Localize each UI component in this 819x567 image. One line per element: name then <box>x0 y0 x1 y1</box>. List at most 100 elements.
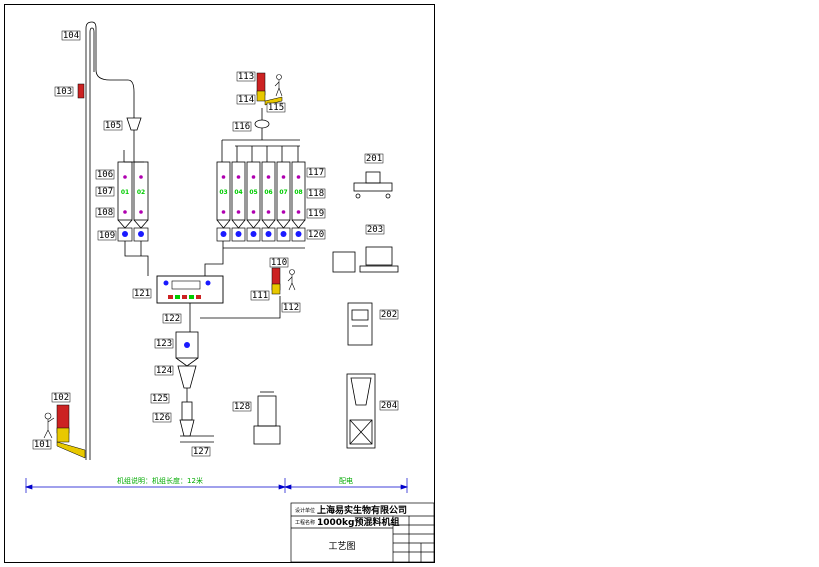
feed-station-101 <box>43 404 86 459</box>
callout-113: 113 <box>236 71 256 82</box>
svg-text:107: 107 <box>97 187 113 197</box>
callout-labels: 104 103 105 106 107 108 109 113 114 115 … <box>32 30 399 457</box>
svg-text:122: 122 <box>164 314 180 324</box>
control-panel-121 <box>156 275 224 304</box>
cabinet-202 <box>347 302 373 346</box>
dimension-label-left: 机组说明：机组长度：12米 <box>117 476 203 485</box>
callout-115: 115 <box>266 102 286 113</box>
intake-station-113 <box>256 72 283 106</box>
svg-text:125: 125 <box>152 394 168 404</box>
bin-number-03: 03 <box>219 189 227 196</box>
callout-124: 124 <box>154 365 174 376</box>
svg-text:104: 104 <box>63 31 79 41</box>
callout-112: 112 <box>281 302 301 313</box>
filter-116 <box>254 108 270 140</box>
callout-108: 108 <box>95 207 115 218</box>
dimension-line <box>24 478 409 493</box>
svg-text:119: 119 <box>308 209 324 219</box>
svg-text:114: 114 <box>238 95 254 105</box>
svg-text:108: 108 <box>97 208 113 218</box>
cabinet-204 <box>346 373 376 449</box>
right-bin-group <box>216 146 306 229</box>
svg-text:116: 116 <box>234 122 250 132</box>
project-prefix: 工程名称 <box>295 519 315 526</box>
equipment-201 <box>353 171 393 199</box>
svg-text:109: 109 <box>99 231 115 241</box>
computer-203 <box>332 246 399 273</box>
dimension-label-right: 配电 <box>339 476 353 485</box>
svg-text:105: 105 <box>105 121 121 131</box>
company-name: 上海易实生物有限公司 <box>317 504 407 516</box>
callout-111: 111 <box>250 290 270 301</box>
svg-text:123: 123 <box>156 339 172 349</box>
svg-text:112: 112 <box>283 303 299 313</box>
callout-107: 107 <box>95 186 115 197</box>
svg-text:101: 101 <box>34 440 50 450</box>
mixer-valve <box>184 342 190 348</box>
title-block <box>290 502 435 563</box>
right-bin-feeders <box>216 227 306 242</box>
callout-103: 103 <box>54 86 74 97</box>
bucket-elevator <box>85 21 135 460</box>
callout-110: 110 <box>269 257 289 268</box>
svg-text:201: 201 <box>366 154 382 164</box>
callout-101: 101 <box>32 439 52 450</box>
callout-128: 128 <box>232 401 252 412</box>
svg-text:121: 121 <box>134 289 150 299</box>
svg-text:111: 111 <box>252 291 268 301</box>
elevator-motor <box>77 83 85 99</box>
callout-105: 105 <box>103 120 123 131</box>
callout-201: 201 <box>364 153 384 164</box>
company-prefix: 设计单位 <box>295 507 315 514</box>
callout-122: 122 <box>162 313 182 324</box>
bin-number-01: 01 <box>121 189 129 196</box>
callout-104: 104 <box>61 30 81 41</box>
callout-119: 119 <box>306 208 326 219</box>
svg-text:203: 203 <box>367 225 383 235</box>
svg-text:128: 128 <box>234 402 250 412</box>
callout-125: 125 <box>150 393 170 404</box>
callout-102: 102 <box>51 392 71 403</box>
callout-118: 118 <box>306 188 326 199</box>
svg-text:118: 118 <box>308 189 324 199</box>
left-bin-group <box>117 148 149 229</box>
drawing-border <box>4 4 435 563</box>
callout-117: 117 <box>306 167 326 178</box>
bin-number-06: 06 <box>264 189 272 196</box>
callout-109: 109 <box>97 230 117 241</box>
svg-text:202: 202 <box>381 310 397 320</box>
svg-text:102: 102 <box>53 393 69 403</box>
left-bin-feeders <box>117 227 149 242</box>
right-bin-manifold <box>221 139 300 162</box>
callout-204: 204 <box>379 400 399 411</box>
callout-121: 121 <box>132 288 152 299</box>
svg-text:120: 120 <box>308 230 324 240</box>
drawing-name: 工艺图 <box>328 541 355 552</box>
svg-text:110: 110 <box>271 258 287 268</box>
svg-text:113: 113 <box>238 72 254 82</box>
bin-number-07: 07 <box>279 189 287 196</box>
svg-text:117: 117 <box>308 168 324 178</box>
svg-text:115: 115 <box>268 103 284 113</box>
svg-text:127: 127 <box>193 447 209 457</box>
callout-127: 127 <box>191 446 211 457</box>
svg-text:103: 103 <box>56 87 72 97</box>
conveying-lines <box>124 241 305 332</box>
callout-120: 120 <box>306 229 326 240</box>
svg-text:204: 204 <box>381 401 397 411</box>
bin-number-04: 04 <box>234 189 242 196</box>
bin-number-02: 02 <box>137 189 145 196</box>
callout-106: 106 <box>95 169 115 180</box>
project-name: 1000kg预混料机组 <box>317 516 399 528</box>
callout-203: 203 <box>365 224 385 235</box>
intake-station-110 <box>271 267 296 295</box>
cyclone-separator-105 <box>126 117 142 148</box>
bin-number-05: 05 <box>249 189 257 196</box>
svg-text:126: 126 <box>154 413 170 423</box>
left-bin-dots <box>123 175 143 214</box>
svg-text:106: 106 <box>97 170 113 180</box>
packing-machine-128 <box>253 391 281 445</box>
svg-text:124: 124 <box>156 366 172 376</box>
mixer-assembly <box>175 331 214 443</box>
